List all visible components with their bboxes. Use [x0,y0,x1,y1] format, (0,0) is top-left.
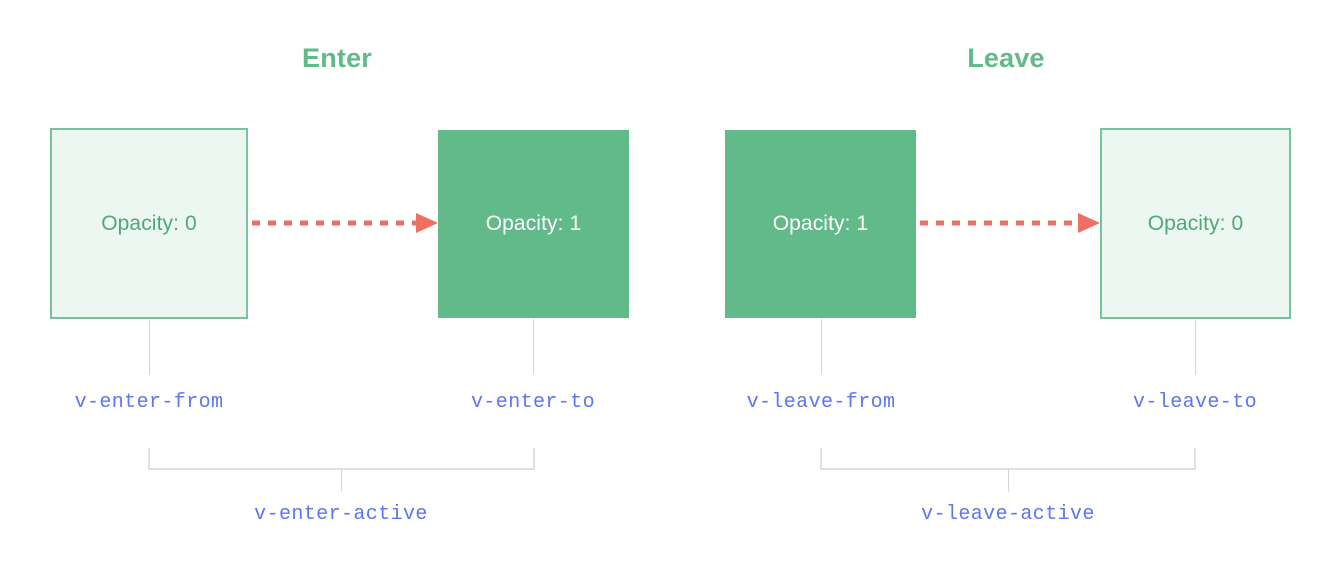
connector-line [821,319,822,374]
state-box-leave-to: Opacity: 0 [1100,128,1291,319]
state-box-label: Opacity: 0 [101,211,197,235]
label-v-leave-active: v-leave-active [921,503,1095,526]
state-box-enter-from: Opacity: 0 [50,128,248,319]
dashed-arrow-right-icon [252,211,438,235]
section-title-leave: Leave [967,43,1045,73]
state-box-enter-to: Opacity: 1 [438,130,629,318]
connector-line [149,320,150,375]
connector-line [1195,320,1196,375]
label-v-leave-to: v-leave-to [1132,391,1258,414]
bracket-stem [341,470,342,492]
label-v-enter-active: v-enter-active [254,503,428,526]
label-v-enter-to: v-enter-to [470,391,596,414]
connector-line [533,319,534,374]
label-v-enter-from: v-enter-from [74,391,224,414]
state-box-leave-from: Opacity: 1 [725,130,916,318]
state-box-label: Opacity: 1 [485,212,582,235]
label-v-leave-from: v-leave-from [746,391,896,414]
dashed-arrow-right-icon [920,211,1100,235]
bracket-enter-active [148,448,535,470]
section-title-enter: Enter [301,43,373,73]
bracket-leave-active [820,448,1196,470]
state-box-label: Opacity: 0 [1147,211,1244,235]
state-box-label: Opacity: 1 [772,212,869,235]
bracket-stem [1008,470,1009,492]
